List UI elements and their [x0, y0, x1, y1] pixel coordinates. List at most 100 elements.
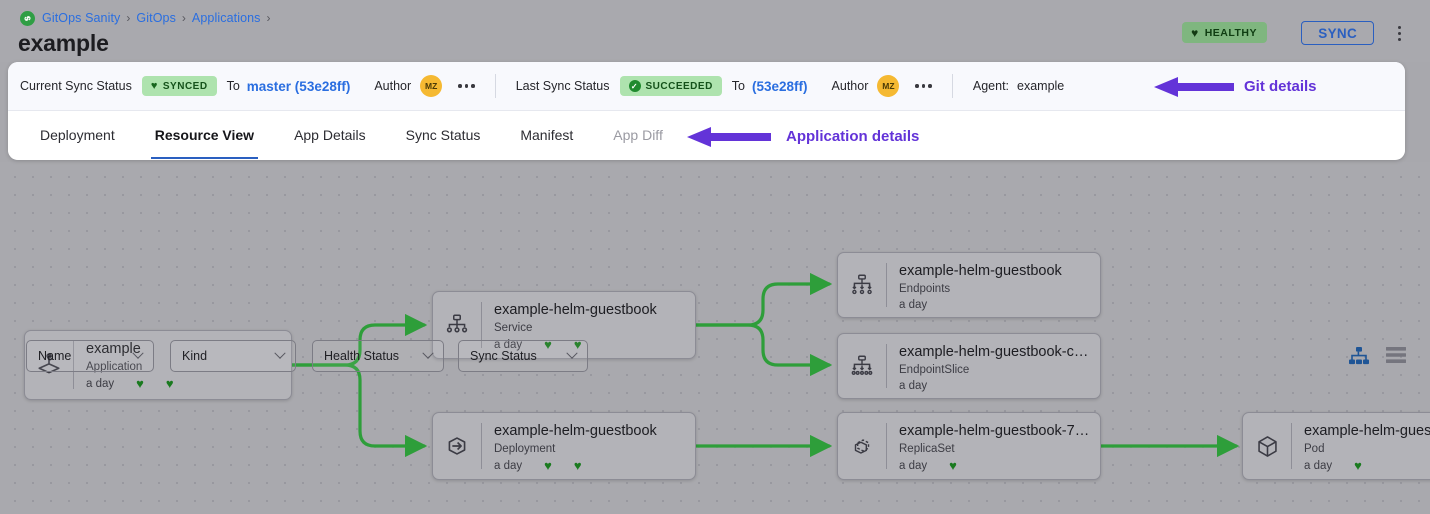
page-title: example [18, 30, 109, 56]
tab-resource-view[interactable]: Resource View [135, 111, 274, 159]
status-badge-label: HEALTHY [1204, 26, 1257, 39]
graph-node-endpoints[interactable]: example-helm-guestbook Endpoints a day [837, 252, 1101, 318]
last-more-icon[interactable] [915, 84, 932, 88]
list-view-icon[interactable] [1386, 346, 1406, 370]
git-details-arrow-annotation [1154, 77, 1234, 97]
node-title: example-helm-guest [1304, 423, 1430, 439]
filter-health-status[interactable]: Health Status [312, 340, 444, 372]
node-title: example-helm-guestbook [899, 263, 1062, 279]
endpoints-icon [838, 253, 886, 317]
breadcrumb: GitOps Sanity › GitOps › Applications › [20, 9, 277, 27]
node-divider [886, 423, 887, 469]
current-more-icon[interactable] [458, 84, 475, 88]
health-heart-icon: ♥ [136, 376, 144, 392]
breadcrumb-item-applications[interactable]: Applications [191, 11, 261, 25]
gitops-logo-icon [20, 10, 35, 26]
filter-sync-status[interactable]: Sync Status [458, 340, 588, 372]
tab-app-details[interactable]: App Details [294, 127, 366, 143]
tab-sync-status[interactable]: Sync Status [405, 127, 481, 143]
filter-kind[interactable]: Kind [170, 340, 296, 372]
node-kind: Application [86, 361, 143, 374]
application-icon [25, 331, 73, 399]
graph-node-application[interactable]: example Application a day ♥ ♥ [24, 330, 292, 400]
node-age: a day [899, 299, 928, 312]
sync-heart-icon: ♥ [573, 337, 582, 353]
chip-label: SUCCEEDED [645, 80, 713, 92]
chevron-down-icon [422, 347, 434, 359]
breadcrumb-separator: › [181, 11, 186, 25]
node-divider [73, 341, 74, 389]
filter-label: Sync Status [470, 349, 537, 363]
chip-label: SYNCED [162, 80, 208, 92]
tab-manifest[interactable]: Manifest [520, 127, 574, 143]
node-age: a day [494, 338, 523, 351]
node-kind: ReplicaSet [899, 443, 955, 456]
graph-node-deployment[interactable]: example-helm-guestbook Deployment a day … [432, 412, 696, 480]
last-sync-status-label: Last Sync Status [515, 79, 610, 93]
application-details-arrow-annotation [687, 127, 771, 147]
node-age: a day [1304, 459, 1333, 472]
graph-node-endpointslice[interactable]: example-helm-guestbook-ct… EndpointSlice… [837, 333, 1101, 399]
health-heart-icon: ♥ [544, 458, 552, 474]
sync-heart-icon: ♥ [573, 458, 582, 474]
current-revision-link[interactable]: master (53e28ff) [246, 78, 351, 94]
heart-icon: ♥ [150, 79, 158, 92]
current-author-label: Author [374, 79, 412, 93]
node-title: example-helm-guestbook-74… [899, 423, 1090, 439]
vertical-dots-icon[interactable] [1390, 20, 1408, 46]
node-kind: EndpointSlice [899, 364, 970, 377]
last-author-label: Author [831, 79, 869, 93]
agent-label: Agent: [972, 79, 1010, 93]
avatar: MZ [877, 75, 900, 97]
service-icon [433, 292, 481, 358]
node-age: a day [899, 380, 928, 393]
node-divider [886, 344, 887, 388]
git-details-annotation-label: Git details [1244, 78, 1317, 95]
agent-value: example [1017, 79, 1065, 93]
endpointslice-icon [838, 334, 886, 398]
node-divider [481, 423, 482, 469]
tab-deployment[interactable]: Deployment [40, 127, 115, 143]
breadcrumb-separator: › [126, 11, 131, 25]
chevron-down-icon [132, 347, 144, 359]
health-heart-icon: ♥ [949, 458, 957, 474]
filter-bar: Name Kind Health Status Sync Status [0, 162, 1430, 372]
status-badge-healthy: ♥ HEALTHY [1182, 22, 1267, 43]
node-title: example-helm-guestbook [494, 302, 657, 318]
check-circle-icon: ✓ [628, 80, 641, 92]
last-revision-link[interactable]: (53e28ff) [752, 78, 808, 94]
graph-node-service[interactable]: example-helm-guestbook Service a day ♥ ♥ [432, 291, 696, 359]
filter-label: Health Status [324, 349, 400, 363]
tree-view-icon[interactable] [1348, 346, 1370, 371]
heart-icon: ♥ [1191, 25, 1199, 40]
breadcrumb-item-gitops-sanity[interactable]: GitOps Sanity [42, 11, 121, 25]
chevron-down-icon [274, 347, 286, 359]
last-to-label: To [731, 79, 745, 93]
chevron-down-icon [566, 347, 578, 359]
health-heart-icon: ♥ [1354, 458, 1362, 474]
health-heart-icon: ♥ [544, 337, 552, 353]
application-details-annotation-label: Application details [786, 128, 920, 145]
avatar: MZ [420, 75, 443, 97]
breadcrumb-item-gitops[interactable]: GitOps [136, 11, 176, 25]
node-kind: Deployment [494, 443, 556, 456]
filter-name[interactable]: Name [26, 340, 154, 372]
node-title: example-helm-guestbook-ct… [899, 344, 1090, 360]
tab-app-diff[interactable]: App Diff [613, 127, 663, 143]
graph-node-replicaset[interactable]: example-helm-guestbook-74… ReplicaSet a … [837, 412, 1101, 480]
filter-label: Kind [182, 349, 208, 363]
application-info-panel: Current Sync Status ♥ SYNCED To master (… [8, 62, 1405, 160]
node-age: a day [899, 459, 928, 472]
node-age: a day [494, 459, 523, 472]
pod-icon [1243, 413, 1291, 479]
filter-label: Name [38, 349, 72, 363]
replicaset-icon [838, 413, 886, 479]
divider [494, 74, 496, 98]
current-sync-status-label: Current Sync Status [20, 79, 132, 93]
graph-node-pod[interactable]: example-helm-guest Pod a day ♥ [1242, 412, 1430, 480]
node-title: example-helm-guestbook [494, 423, 657, 439]
sync-button[interactable]: SYNC [1301, 21, 1374, 45]
node-kind: Service [494, 322, 533, 335]
node-divider [1291, 423, 1292, 469]
